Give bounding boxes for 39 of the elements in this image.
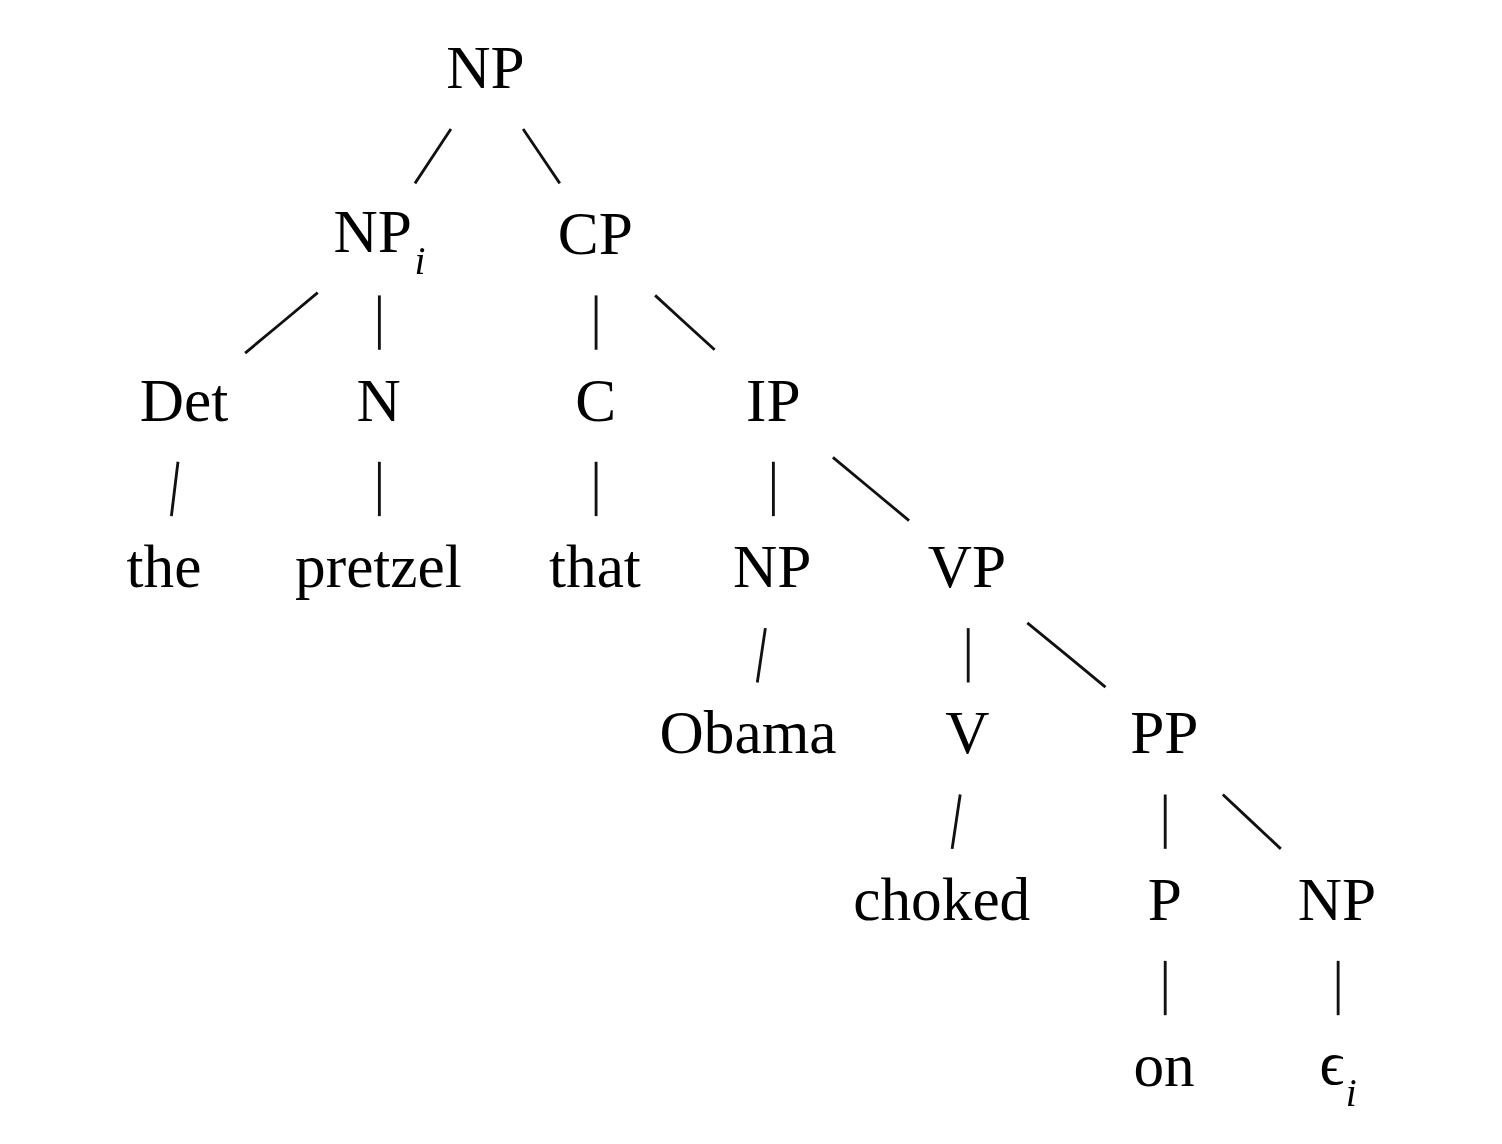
node-text: that	[548, 532, 641, 601]
connector	[413, 128, 452, 185]
node-text: Det	[139, 365, 228, 434]
connector	[594, 461, 597, 517]
connector	[377, 461, 381, 517]
node-text: Obama	[659, 698, 837, 767]
connector	[950, 794, 962, 850]
node-text: the	[126, 532, 201, 601]
node-text: IP	[745, 365, 801, 434]
connector	[1336, 960, 1340, 1016]
node-text: pretzel	[294, 532, 462, 601]
node-text: NP	[732, 532, 811, 601]
connector	[169, 461, 179, 517]
connector	[594, 295, 597, 350]
node-text: on	[1132, 1031, 1195, 1100]
connector	[1221, 793, 1282, 850]
connector	[1163, 960, 1167, 1016]
node-text: C	[574, 365, 616, 434]
node-text: NP	[445, 33, 524, 102]
connector	[1025, 621, 1106, 689]
node-text: NP$_{i}$	[332, 197, 425, 284]
node-text: VP	[927, 532, 1006, 601]
connector	[377, 295, 381, 350]
node-text: choked	[852, 864, 1030, 933]
connector	[755, 627, 767, 683]
node-text: V	[944, 698, 989, 767]
node-text: CP	[557, 199, 633, 268]
node-text: NP	[1297, 864, 1376, 933]
connector	[771, 461, 775, 517]
node-text: ϵ$_{i}$	[1319, 1029, 1357, 1115]
connector	[653, 294, 716, 351]
node-text: N	[355, 365, 401, 434]
connector	[243, 291, 319, 355]
connector	[521, 128, 561, 185]
node-text: PP	[1129, 698, 1198, 767]
connector	[966, 628, 970, 683]
node-text: P	[1147, 864, 1182, 933]
connector	[831, 456, 910, 522]
connector	[1163, 794, 1167, 849]
